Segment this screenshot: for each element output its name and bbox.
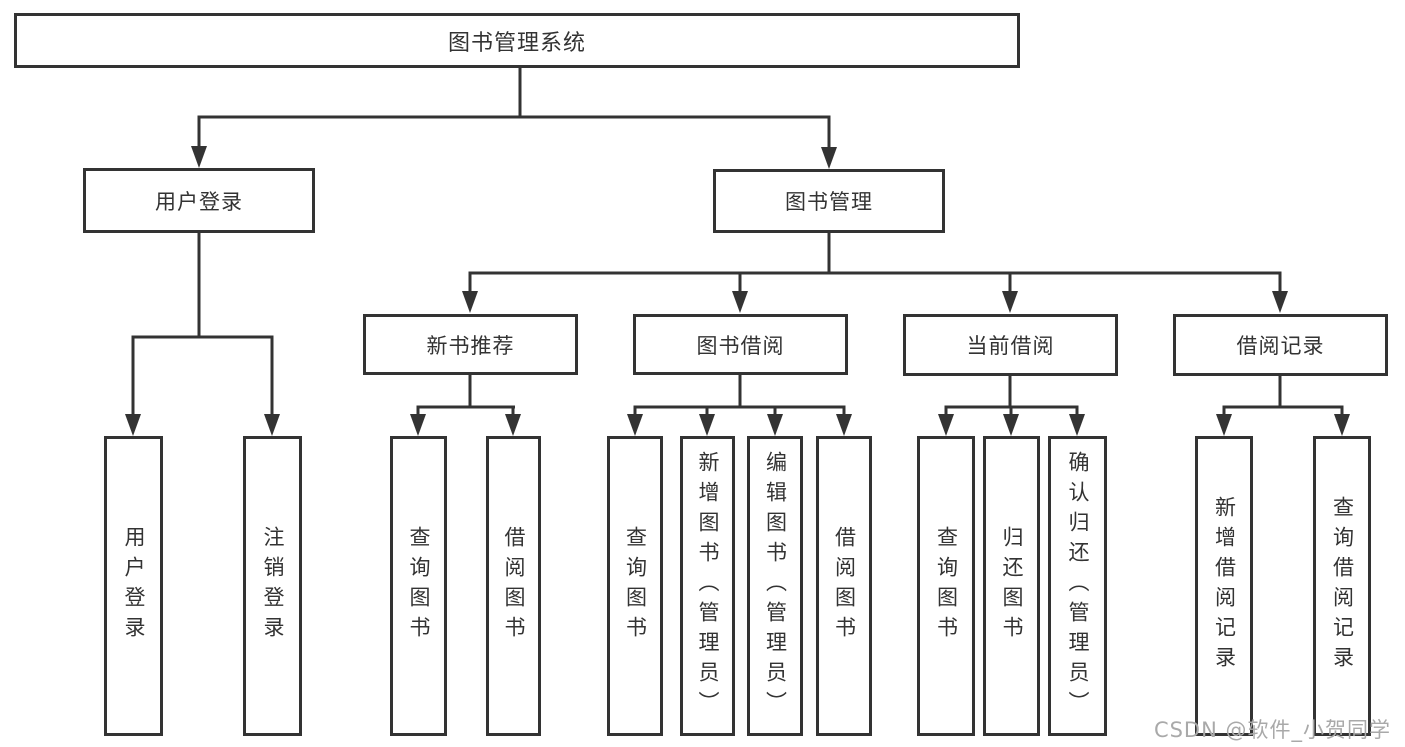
node-cb-return-book: 归还图书 xyxy=(983,436,1040,736)
node-logout: 注销登录 xyxy=(243,436,302,736)
node-label: 用户登录 xyxy=(155,189,243,214)
node-book-management: 图书管理 xyxy=(713,169,945,233)
node-label: 归还图书 xyxy=(1000,526,1024,646)
node-label: 查询图书 xyxy=(407,526,431,646)
node-cb-confirm-return-admin: 确认归还（管理员） xyxy=(1048,436,1107,736)
node-user-login: 用户登录 xyxy=(104,436,163,736)
node-borrow-record: 借阅记录 xyxy=(1173,314,1388,376)
node-label: 新增借阅记录 xyxy=(1212,496,1237,676)
node-label: 图书管理系统 xyxy=(447,30,586,56)
node-current-borrow: 当前借阅 xyxy=(903,314,1118,376)
node-label: 当前借阅 xyxy=(966,334,1055,358)
node-rec-borrow-book: 借阅图书 xyxy=(486,436,541,736)
node-label: 借阅记录 xyxy=(1236,334,1325,358)
node-label: 借阅图书 xyxy=(502,526,526,646)
node-label: 查询图书 xyxy=(623,526,648,646)
node-bb-query-book: 查询图书 xyxy=(607,436,663,736)
node-rec-query-book: 查询图书 xyxy=(390,436,447,736)
node-cb-query-book: 查询图书 xyxy=(917,436,975,736)
node-label: 新增图书（管理员） xyxy=(696,451,720,721)
node-bb-add-book-admin: 新增图书（管理员） xyxy=(680,436,735,736)
node-label: 用户登录 xyxy=(122,526,146,646)
node-br-query-record: 查询借阅记录 xyxy=(1313,436,1371,736)
node-bb-borrow-book: 借阅图书 xyxy=(816,436,872,736)
node-br-add-record: 新增借阅记录 xyxy=(1195,436,1253,736)
node-label: 查询借阅记录 xyxy=(1330,496,1355,676)
node-label: 图书管理 xyxy=(785,190,873,214)
node-label: 注销登录 xyxy=(261,526,285,646)
node-label: 图书借阅 xyxy=(696,333,785,358)
node-user-login-group: 用户登录 xyxy=(83,168,315,233)
node-label: 新书推荐 xyxy=(426,333,515,358)
node-label: 借阅图书 xyxy=(832,526,857,646)
node-new-book-recommend: 新书推荐 xyxy=(363,314,578,375)
node-label: 查询图书 xyxy=(934,526,959,646)
csdn-watermark: CSDN @软件_小贺同学 xyxy=(1153,718,1391,742)
node-book-borrow: 图书借阅 xyxy=(633,314,848,375)
node-label: 确认归还（管理员） xyxy=(1066,451,1090,721)
node-root-system: 图书管理系统 xyxy=(14,13,1020,68)
node-bb-edit-book-admin: 编辑图书（管理员） xyxy=(747,436,803,736)
node-label: 编辑图书（管理员） xyxy=(763,451,788,721)
